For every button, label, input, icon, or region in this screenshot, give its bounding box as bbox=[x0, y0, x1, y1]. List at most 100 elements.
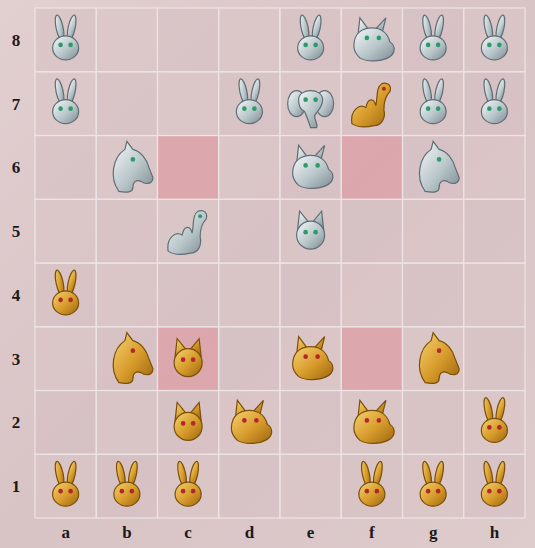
file-letter: f bbox=[369, 524, 375, 541]
horse-head bbox=[113, 141, 153, 192]
piece-eye bbox=[191, 421, 196, 426]
board-square bbox=[464, 136, 525, 200]
rabbit-piece bbox=[53, 269, 79, 314]
board-square bbox=[219, 327, 280, 391]
board-square bbox=[280, 391, 341, 455]
piece-eye bbox=[120, 489, 125, 494]
file-letter: a bbox=[61, 524, 70, 541]
file-letter: e bbox=[307, 524, 315, 541]
rabbit-head bbox=[420, 36, 446, 60]
piece-eye bbox=[181, 357, 186, 362]
dog-piece bbox=[293, 337, 333, 380]
board-square bbox=[403, 8, 464, 72]
board-square bbox=[403, 136, 464, 200]
board-square bbox=[219, 72, 280, 136]
rabbit-head bbox=[53, 291, 79, 315]
camel-body bbox=[168, 211, 207, 255]
piece-eye bbox=[437, 157, 442, 162]
board-square bbox=[403, 391, 464, 455]
rabbit-head bbox=[298, 36, 324, 60]
piece-eye bbox=[191, 357, 196, 362]
rabbit-piece bbox=[420, 14, 446, 59]
board-square bbox=[96, 199, 157, 263]
piece-eye bbox=[303, 230, 308, 235]
file-letter: d bbox=[245, 524, 254, 541]
board-square bbox=[35, 454, 96, 518]
dog-head bbox=[354, 28, 394, 61]
rabbit-piece bbox=[481, 461, 507, 506]
piece-eye bbox=[58, 43, 63, 48]
piece-eye bbox=[436, 106, 441, 111]
piece-eye bbox=[437, 348, 442, 353]
dog-piece bbox=[293, 145, 333, 188]
trap-square bbox=[341, 327, 402, 391]
piece-eye bbox=[365, 36, 370, 41]
board-square bbox=[35, 199, 96, 263]
piece-eye bbox=[303, 163, 308, 168]
board-square bbox=[403, 72, 464, 136]
board-square bbox=[341, 454, 402, 518]
piece-eye bbox=[303, 43, 308, 48]
horse-piece bbox=[113, 141, 153, 192]
camel-piece bbox=[352, 83, 391, 127]
board-square bbox=[219, 8, 280, 72]
camel-body bbox=[352, 83, 391, 127]
rabbit-piece bbox=[420, 461, 446, 506]
board-square bbox=[158, 454, 219, 518]
trap-square bbox=[341, 136, 402, 200]
cat-piece bbox=[174, 402, 202, 440]
board-square bbox=[403, 327, 464, 391]
board-square bbox=[280, 199, 341, 263]
rabbit-head bbox=[481, 482, 507, 506]
board-square bbox=[280, 8, 341, 72]
piece-eye bbox=[131, 157, 136, 162]
rabbit-piece bbox=[236, 78, 262, 123]
piece-eye bbox=[382, 87, 386, 91]
board-square bbox=[464, 263, 525, 327]
cat-piece bbox=[297, 211, 325, 249]
dog-piece bbox=[354, 18, 394, 61]
piece-eye bbox=[313, 97, 318, 102]
rank-number: 6 bbox=[12, 159, 21, 176]
piece-eye bbox=[377, 418, 382, 423]
board-square bbox=[280, 454, 341, 518]
piece-eye bbox=[497, 425, 502, 430]
rabbit-head bbox=[175, 482, 201, 506]
rank-number: 7 bbox=[12, 95, 21, 112]
rabbit-head bbox=[236, 100, 262, 124]
rabbit-head bbox=[53, 36, 79, 60]
piece-eye bbox=[252, 106, 257, 111]
trap-square bbox=[158, 327, 219, 391]
piece-eye bbox=[198, 214, 202, 218]
board-square bbox=[403, 199, 464, 263]
piece-eye bbox=[497, 489, 502, 494]
piece-eye bbox=[181, 489, 186, 494]
board-square bbox=[96, 136, 157, 200]
horse-piece bbox=[113, 333, 153, 384]
board-square bbox=[341, 199, 402, 263]
rabbit-head bbox=[420, 100, 446, 124]
rabbit-piece bbox=[298, 14, 324, 59]
board-square bbox=[464, 8, 525, 72]
board-square bbox=[219, 199, 280, 263]
piece-eye bbox=[426, 489, 431, 494]
piece-eye bbox=[242, 106, 247, 111]
rabbit-piece bbox=[481, 14, 507, 59]
dog-head bbox=[231, 410, 271, 443]
board-square bbox=[158, 8, 219, 72]
board-square bbox=[219, 263, 280, 327]
rabbit-head bbox=[359, 482, 385, 506]
piece-eye bbox=[315, 354, 320, 359]
rank-number: 3 bbox=[12, 350, 21, 367]
piece-eye bbox=[436, 489, 441, 494]
rabbit-piece bbox=[359, 461, 385, 506]
trap-square bbox=[158, 136, 219, 200]
piece-eye bbox=[303, 354, 308, 359]
rabbit-piece bbox=[114, 461, 140, 506]
piece-eye bbox=[68, 43, 73, 48]
rabbit-head bbox=[420, 482, 446, 506]
board-square bbox=[96, 391, 157, 455]
rabbit-piece bbox=[53, 78, 79, 123]
